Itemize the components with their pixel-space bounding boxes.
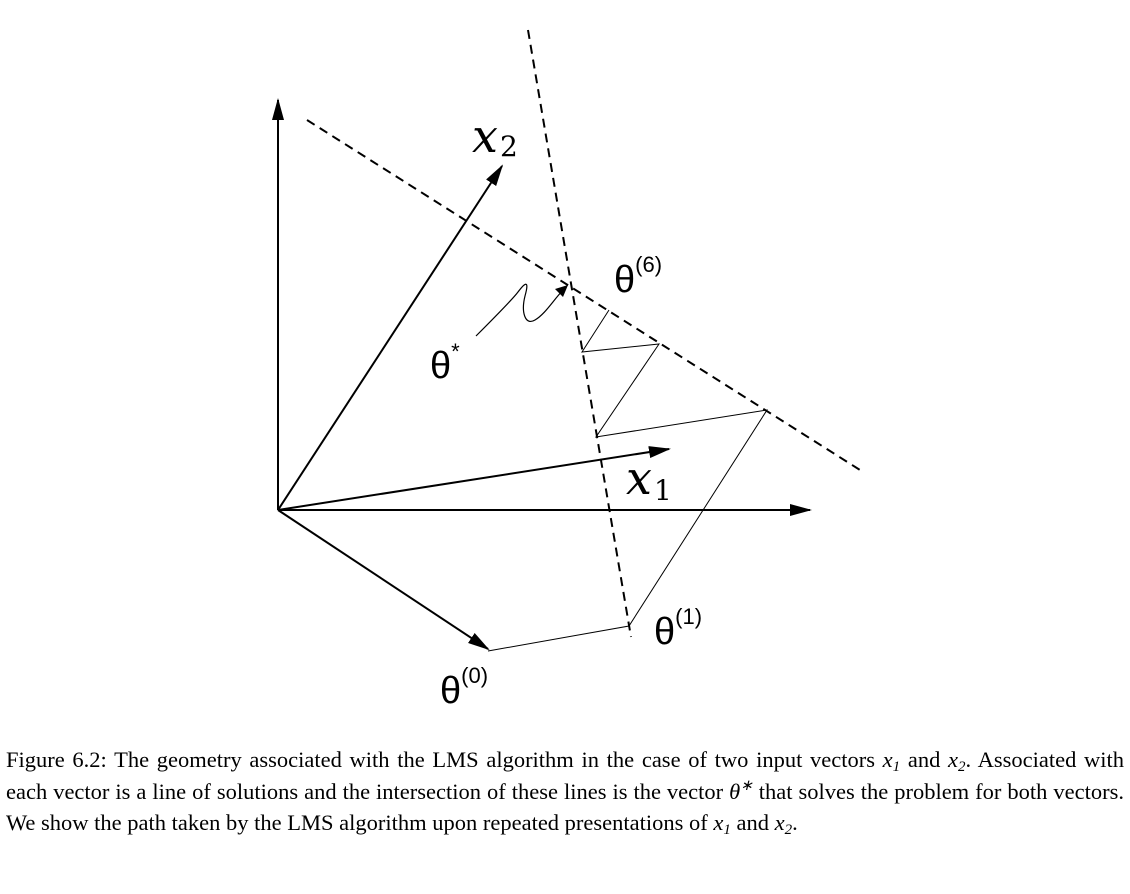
- caption-text: that solves the problem for both vectors…: [6, 778, 1124, 836]
- x2-vector: [277, 164, 504, 511]
- x2-label: x2: [472, 109, 518, 163]
- theta1-label: θ(1): [654, 604, 702, 653]
- caption-text: The geometry associated with the LMS alg…: [106, 747, 883, 772]
- caption-math-x1: x1: [713, 810, 731, 838]
- theta0-label: θ(0): [440, 663, 488, 712]
- caption-text: . Associated with each vector is a line …: [6, 747, 1124, 804]
- x1-label: x1: [626, 451, 672, 507]
- caption-label: Figure 6.2:: [6, 747, 107, 772]
- caption-math-x1: x1: [882, 747, 901, 775]
- lms-path: [487, 309, 769, 652]
- caption-text: .: [792, 810, 798, 835]
- theta6-label: θ(6): [614, 252, 662, 301]
- caption-math-x2: x2: [774, 810, 793, 838]
- lms-geometry-figure: x2 x1 θ* θ(6) θ(1) θ(0): [272, 29, 861, 712]
- theta-star-pointer: [475, 283, 564, 337]
- caption-text: and: [900, 747, 949, 772]
- x2-solution-line: [306, 119, 861, 471]
- figure-caption: Figure 6.2: The geometry associated with…: [6, 744, 1124, 839]
- x1-solution-line: [527, 29, 632, 638]
- caption-math-theta-star: θ∗: [729, 777, 753, 804]
- theta0-vector: [277, 509, 490, 651]
- theta-star-label: θ*: [430, 339, 460, 387]
- caption-math-x2: x2: [948, 747, 966, 775]
- theta-star-pointer-arrowhead: [555, 285, 568, 297]
- x1-vector: [277, 446, 671, 511]
- caption-text: and: [730, 810, 775, 835]
